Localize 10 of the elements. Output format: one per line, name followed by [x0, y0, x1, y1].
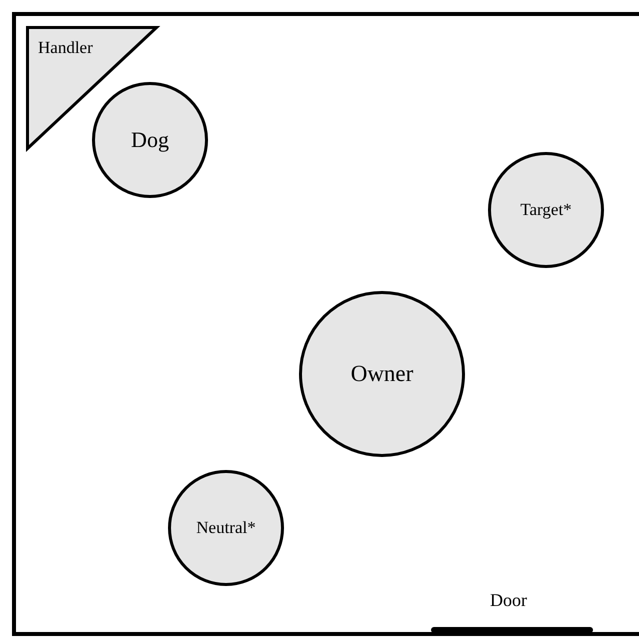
- position-circle: [299, 291, 465, 457]
- position-label: Dog: [131, 127, 169, 153]
- position-label: Owner: [350, 361, 414, 387]
- position-circle: [168, 470, 284, 586]
- position-label: Neutral*: [196, 518, 256, 538]
- position-label: Target*: [520, 200, 572, 220]
- position-circle: [92, 82, 208, 198]
- door-label: Door: [490, 590, 527, 611]
- position-circle: [488, 152, 604, 268]
- position-label: Handler: [38, 38, 93, 58]
